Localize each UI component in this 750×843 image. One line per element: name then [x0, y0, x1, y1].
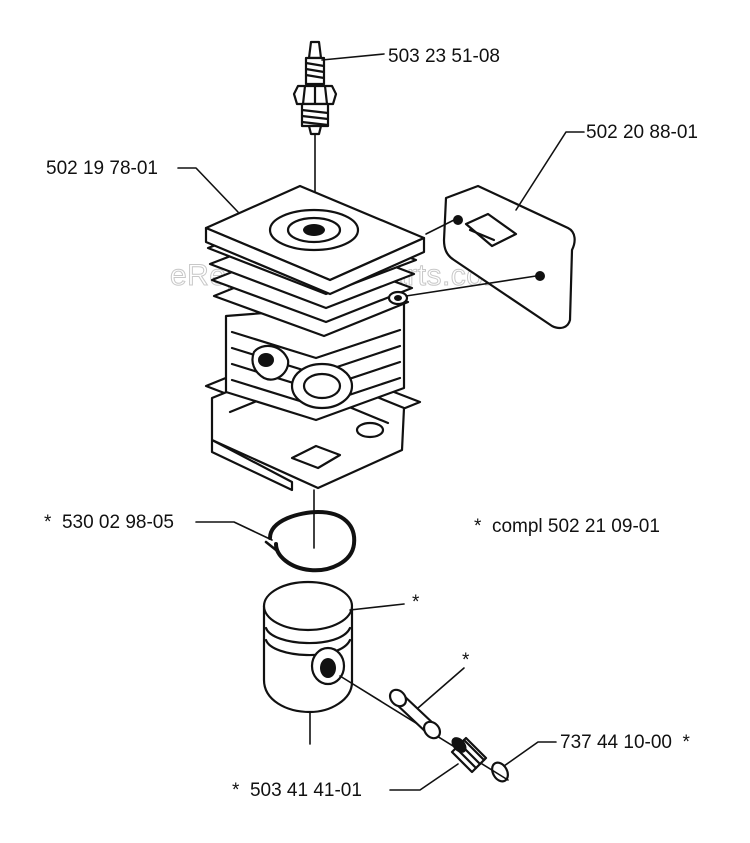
cylinder-leader	[177, 167, 239, 213]
label-gasket: 502 20 88-01	[586, 122, 698, 143]
cylinder-part[interactable]	[204, 184, 426, 492]
label-piston-ring: * 530 02 98-05	[44, 512, 174, 533]
circlip-leader	[503, 741, 557, 767]
gasket-part[interactable]	[442, 184, 576, 330]
piston-part[interactable]	[262, 580, 354, 714]
label-complete-assembly: * compl 502 21 09-01	[474, 516, 660, 537]
spark-plug-part[interactable]	[292, 40, 338, 136]
gasket-leader-a	[425, 219, 455, 235]
needle-bearing-part[interactable]	[449, 734, 488, 774]
gasket-label-leader	[515, 131, 585, 211]
piston-pin-leader	[417, 667, 465, 709]
label-circlip: 737 44 10-00 *	[560, 732, 691, 753]
piston-ring-part[interactable]	[264, 510, 357, 573]
label-piston-pin: *	[462, 650, 470, 671]
needle-bearing-leader	[389, 763, 459, 791]
piston-leader	[349, 603, 405, 611]
piston-ring-leader	[195, 521, 273, 541]
gasket-leader-b	[405, 275, 537, 297]
label-spark-plug: 503 23 51-08	[388, 46, 500, 67]
label-cylinder: 502 19 78-01	[46, 158, 158, 179]
label-piston: *	[412, 592, 420, 613]
circlip-part[interactable]	[489, 760, 511, 784]
label-needle-bearing: * 503 41 41-01	[232, 780, 362, 801]
piston-pin-part[interactable]	[387, 687, 443, 742]
spark-plug-leader	[321, 53, 385, 61]
